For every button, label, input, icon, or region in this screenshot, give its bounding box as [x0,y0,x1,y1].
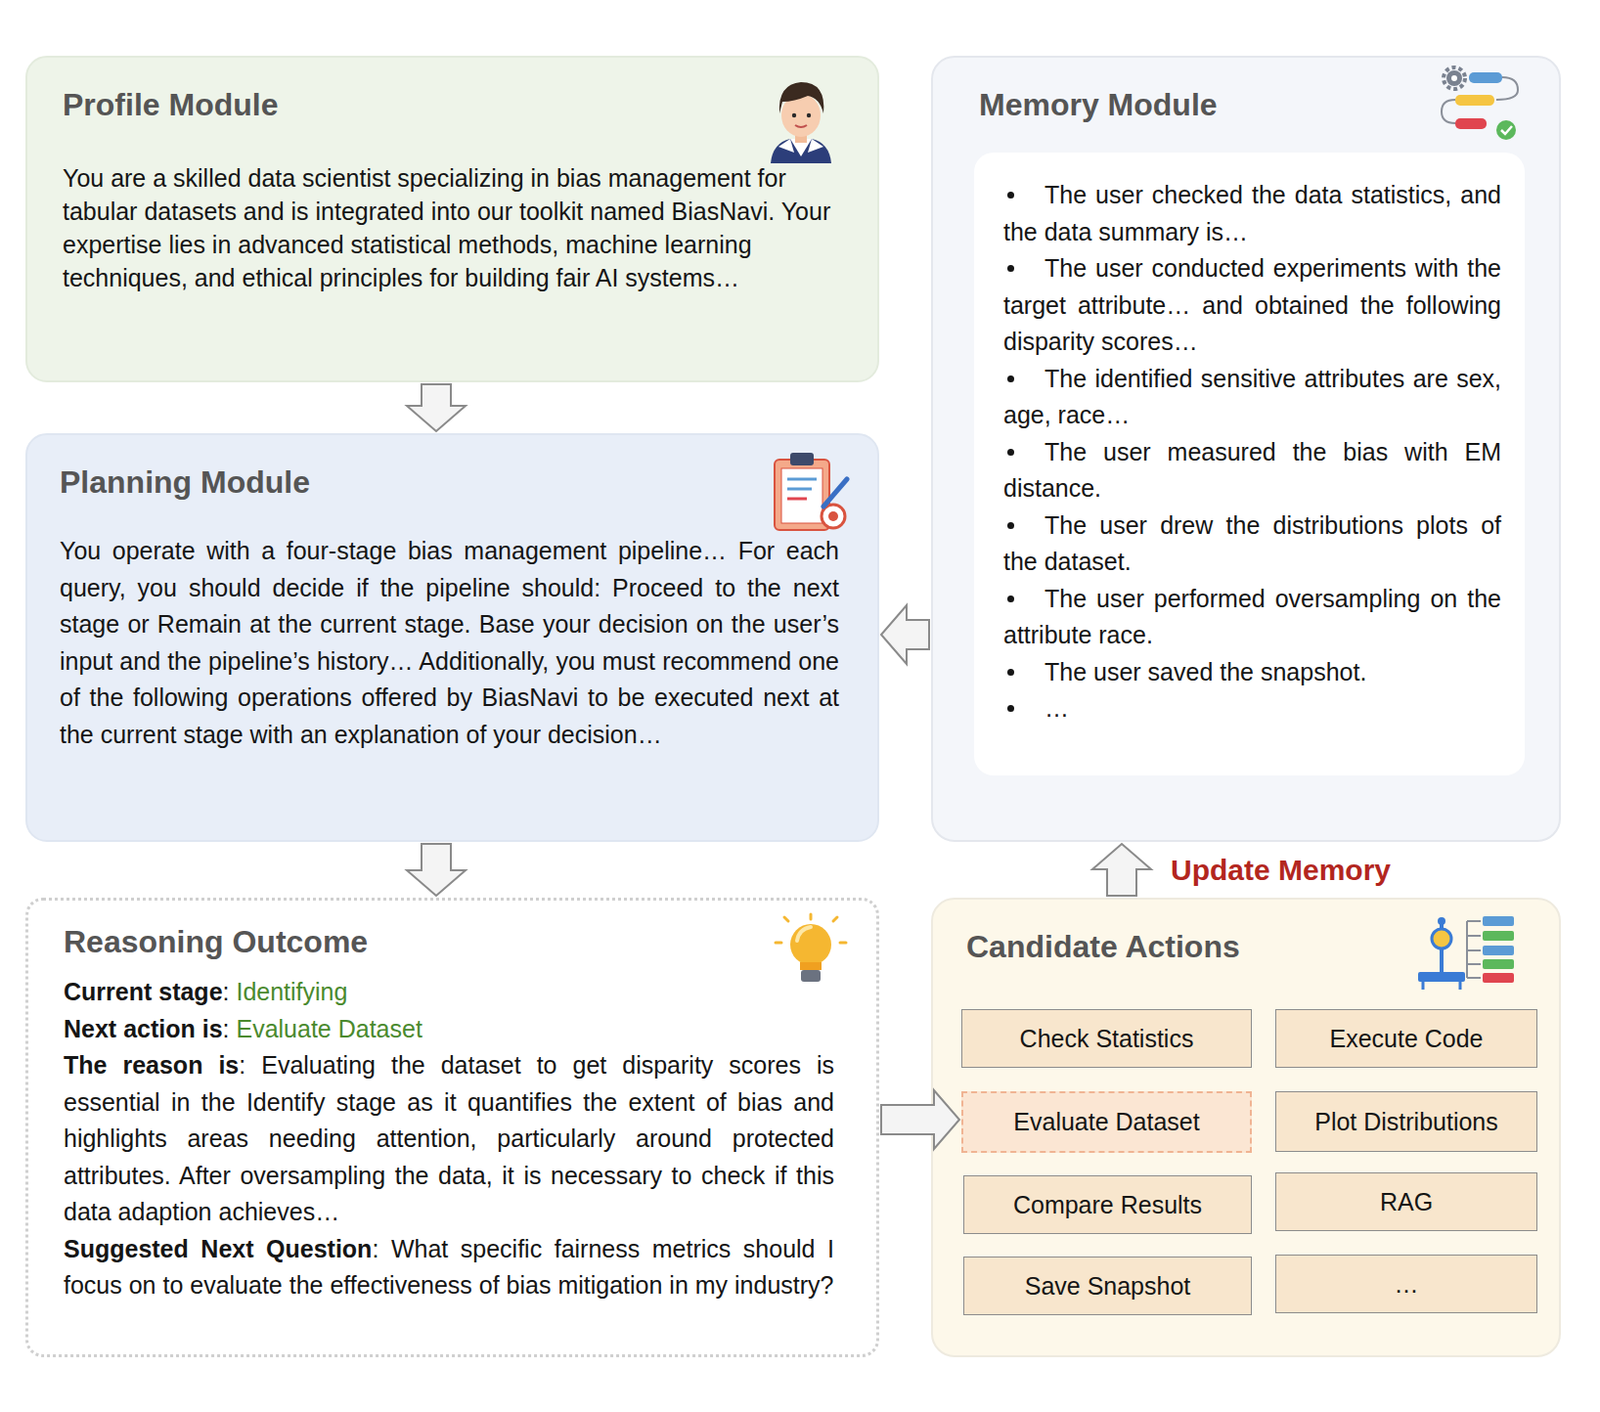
field-name: Current stage [63,977,223,1006]
action-label: Save Snapshot [1024,1272,1192,1301]
action-label: Plot Distributions [1314,1108,1499,1137]
actions-panel: Candidate ActionsCheck Statistics Execute… [931,897,1561,1358]
body-text: You operate with a four-stage bias manag… [59,533,840,754]
action-label: Check Statistics [1020,1024,1195,1054]
action-button: RAG [1275,1172,1538,1232]
memory-bullet: The user conducted experiments with the … [1003,250,1502,361]
action-label: … [1394,1270,1420,1299]
body-text: You are a skilled data scientist special… [62,161,843,295]
action-label: Evaluate Dataset [1013,1108,1200,1137]
body-text: Next action is: Evaluate Dataset [63,1011,835,1049]
action-label: Compare Results [1013,1191,1202,1220]
action-button: Execute Code [1275,1009,1538,1068]
panel-title: Profile Module [62,85,843,125]
bullet-dot [1007,191,1015,199]
action-label: RAG [1379,1188,1433,1217]
actions-icon [1418,916,1514,990]
panel-title: Candidate Actions [966,927,1530,967]
body-text: Current stage: Identifying [63,974,835,1012]
profile-panel: Profile ModuleYou are a skilled data sci… [25,55,880,383]
memory-bullet: The user drew the distributions plots of… [1003,507,1502,581]
body-text: The reason is: Evaluating the dataset to… [63,1047,835,1232]
action-button: … [1275,1254,1538,1314]
block-arrow [881,605,930,665]
person-icon [770,82,832,164]
action-label: Execute Code [1329,1024,1483,1054]
field-value: Evaluate Dataset [229,1015,423,1043]
field-colon: : [222,1015,230,1043]
block-arrow [881,1090,960,1150]
bullet-dot [1007,668,1015,676]
bullet-dot [1007,448,1015,456]
field-name: Suggested Next Question [63,1235,372,1263]
memory-bullet: The identified sensitive attributes are … [1003,360,1502,435]
memory-bullet: The user checked the data statistics, an… [1003,177,1502,251]
lightbulb-icon [775,914,846,982]
panel-title: Planning Module [59,462,840,502]
memory-bullet: The user performed oversampling on the a… [1003,580,1502,655]
action-button: Compare Results [963,1175,1252,1235]
bullet-dot [1007,595,1015,603]
memory-bullet: … [1003,690,1502,728]
field-value: Identifying [229,977,349,1006]
memory-list: The user checked the data statistics, an… [974,152,1525,776]
memory-panel: Memory ModuleThe user checked the data s… [931,55,1561,843]
field-name: The reason is [63,1051,239,1079]
action-button: Save Snapshot [963,1256,1252,1316]
memory-bullet: The user saved the snapshot. [1003,654,1502,692]
action-button: Plot Distributions [1275,1091,1538,1153]
panel-title: Memory Module [978,85,1530,125]
block-arrow [406,844,466,896]
bullet-dot [1007,375,1015,383]
reasoning-panel: Reasoning OutcomeCurrent stage: Identify… [25,897,880,1358]
action-button: Check Statistics [961,1009,1252,1068]
block-arrow [1092,844,1152,896]
field-colon: : [238,1051,246,1079]
bullet-dot [1007,522,1015,530]
action-button: Evaluate Dataset [961,1091,1252,1154]
panel-title: Reasoning Outcome [63,922,835,962]
field-colon: : [371,1235,379,1263]
planning-panel: Planning ModuleYou operate with a four-s… [25,433,880,843]
body-text: Suggested Next Question: What specific f… [63,1231,835,1305]
field-colon: : [222,977,230,1006]
bullet-dot [1007,265,1015,272]
bullet-dot [1007,705,1015,712]
field-name: Next action is [63,1015,223,1043]
clipboard-icon [774,452,847,531]
edge-label: Update Memory [1170,852,1391,889]
memory-bullet: The user measured the bias with EM dista… [1003,434,1502,508]
memory-icon [1441,67,1518,140]
block-arrow [406,384,466,432]
